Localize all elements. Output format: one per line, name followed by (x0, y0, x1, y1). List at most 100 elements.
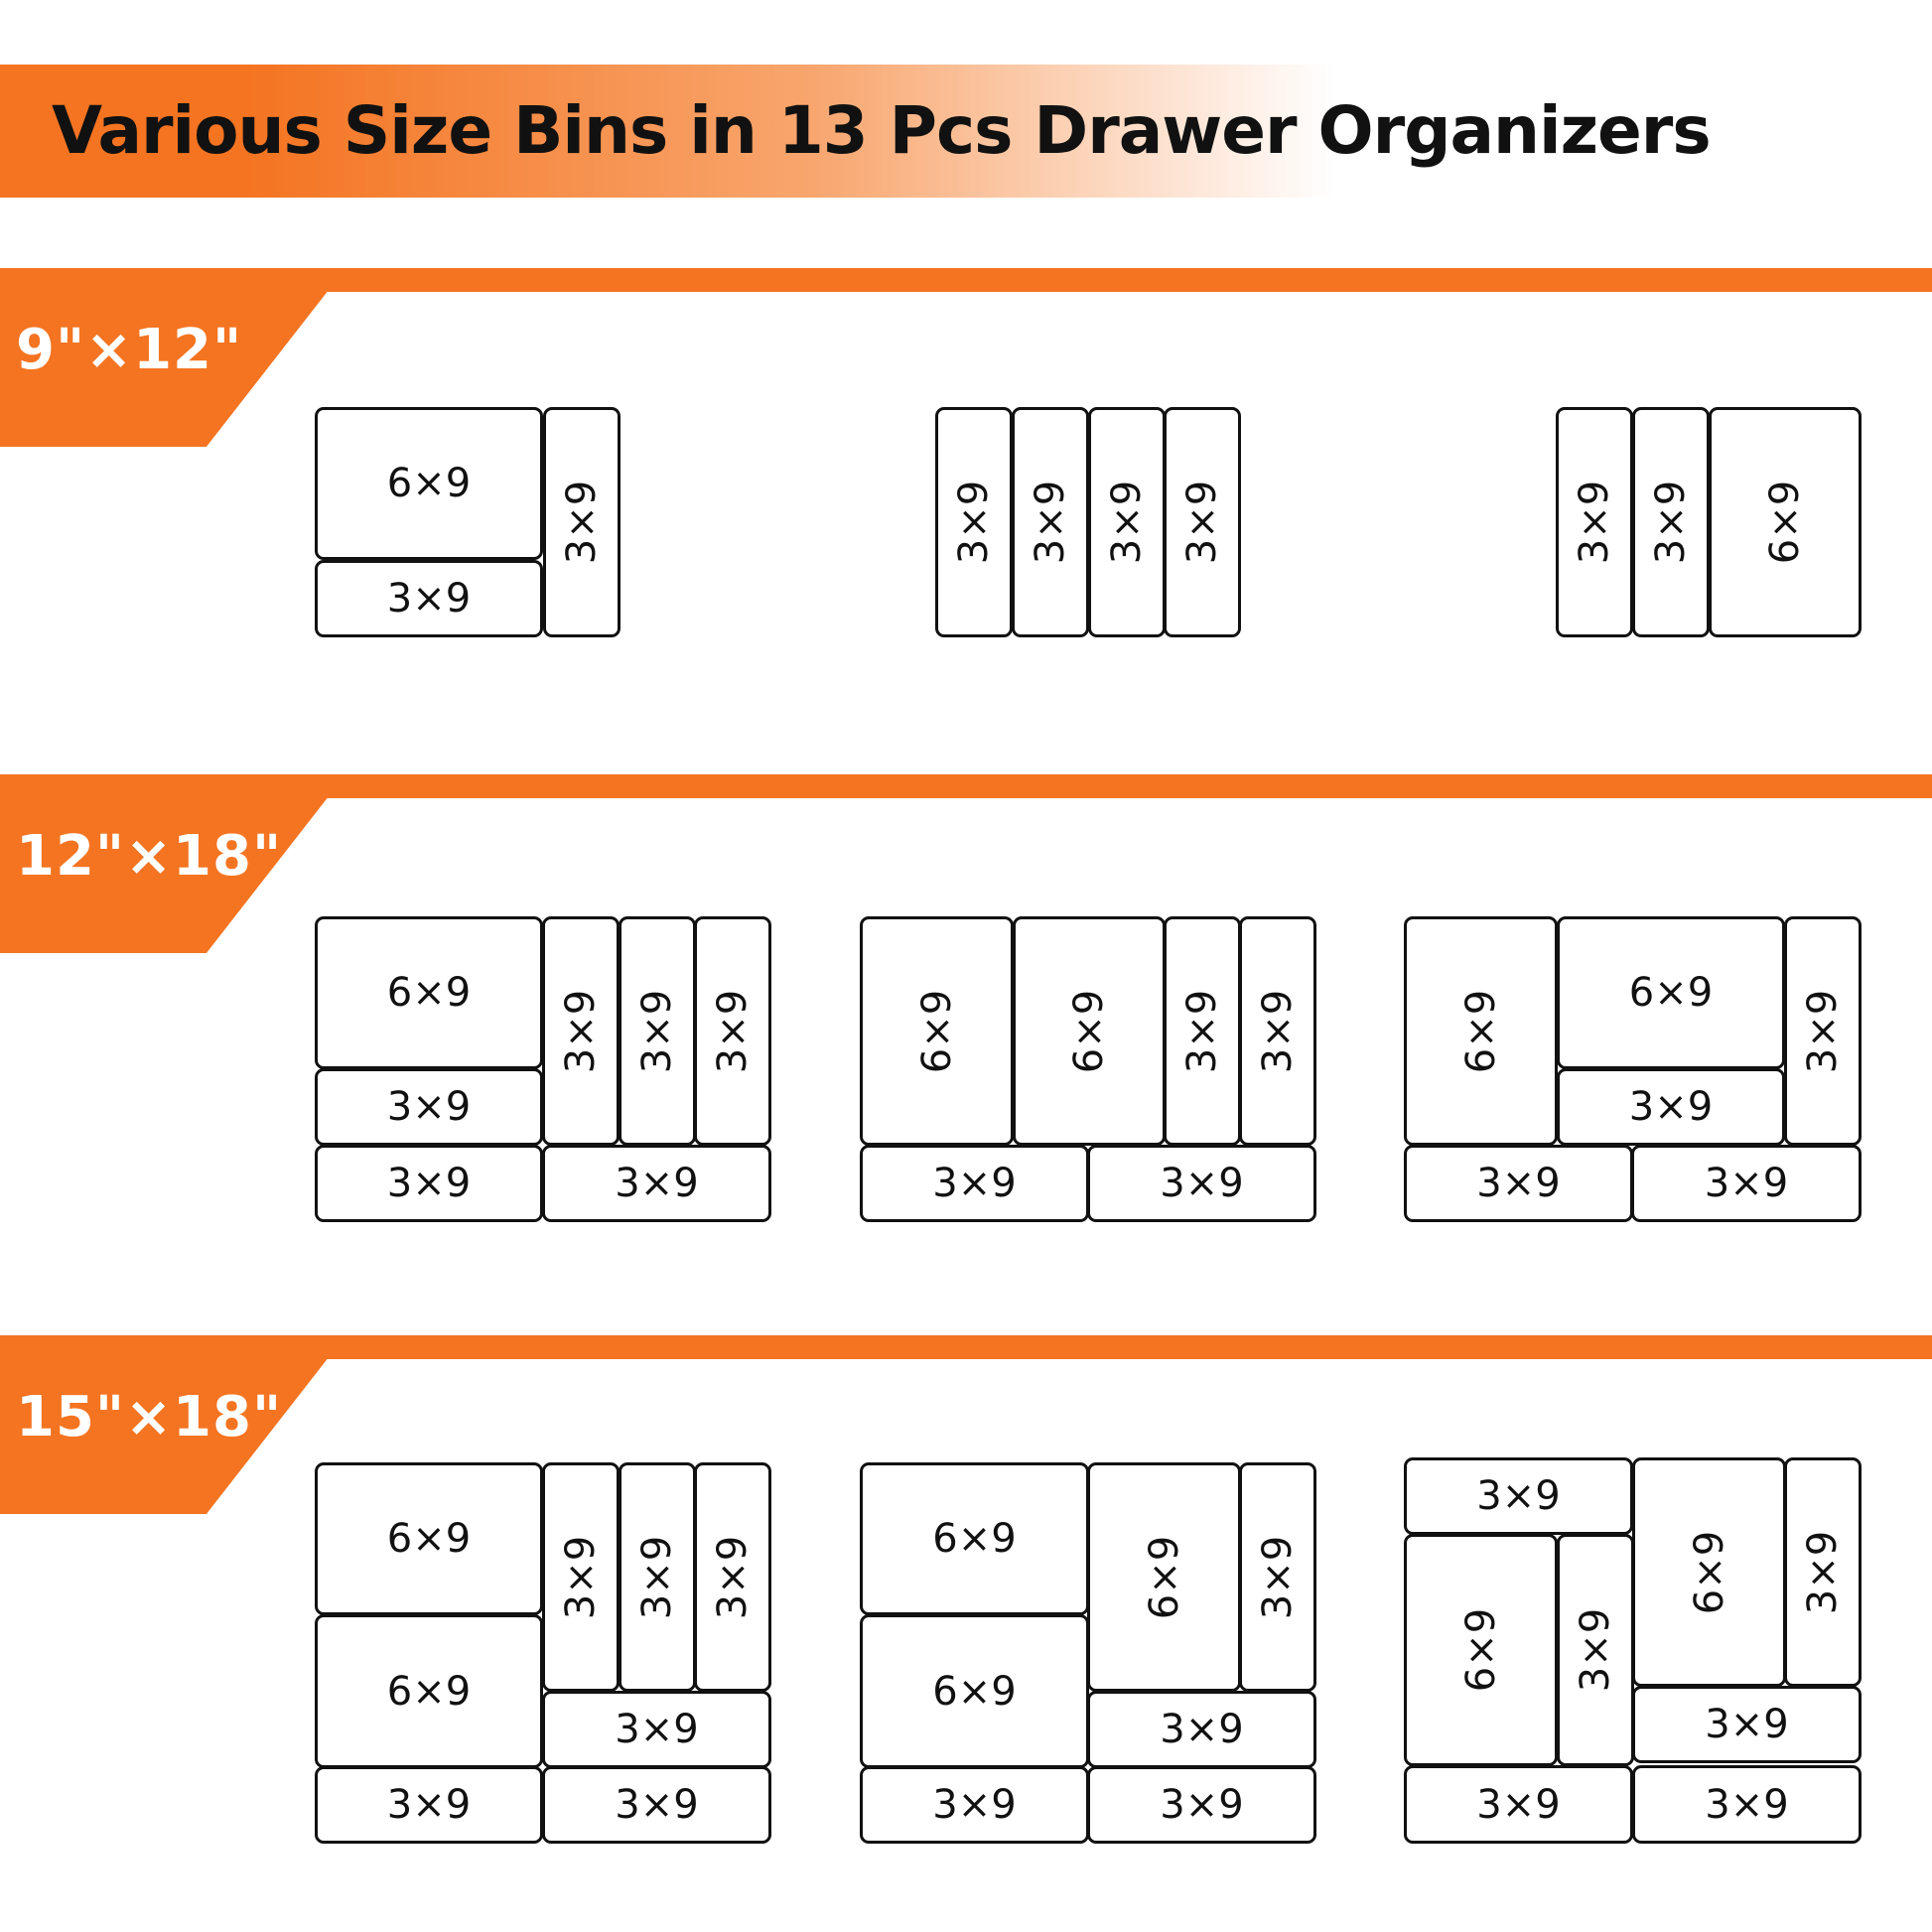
bin-label: 3×9 (386, 1084, 472, 1130)
bin-6x9: 6×9 (315, 1462, 543, 1615)
bin-label: 3×9 (1705, 1702, 1789, 1747)
bin-3x9: 3×9 (1239, 1462, 1316, 1692)
bin-label: 3×9 (1572, 480, 1617, 565)
bin-3x9: 3×9 (1088, 407, 1166, 637)
bin-label: 6×9 (386, 1516, 472, 1562)
layout-12x18-b: 6×9 6×9 3×9 3×9 3×9 3×9 (860, 916, 1316, 1222)
bin-label: 3×9 (1476, 1781, 1561, 1828)
section-size-label: 12"×18" (16, 824, 283, 889)
bin-3x9: 3×9 (315, 560, 543, 637)
section-15x18: 15"×18" 6×9 6×9 3×9 3×9 3×9 3×9 3×9 3×9 … (0, 1335, 1932, 1871)
bin-label: 6×9 (1686, 1530, 1732, 1614)
bin-3x9: 3×9 (860, 1145, 1089, 1222)
bin-label: 3×9 (1476, 1473, 1561, 1519)
bin-6x9: 6×9 (1404, 916, 1558, 1146)
bin-label: 6×9 (913, 989, 960, 1073)
bin-3x9: 3×9 (1087, 1145, 1316, 1222)
layout-9x12-a: 6×9 3×9 3×9 (315, 407, 621, 637)
bin-3x9: 3×9 (1557, 1534, 1634, 1766)
bin-3x9: 3×9 (542, 1462, 620, 1692)
bin-label: 3×9 (558, 1535, 604, 1619)
bin-6x9: 6×9 (860, 1614, 1089, 1768)
bin-label: 3×9 (559, 480, 605, 565)
bin-label: 3×9 (1028, 480, 1073, 565)
bin-label: 3×9 (386, 1161, 472, 1206)
bin-3x9: 3×9 (542, 1766, 771, 1844)
bin-label: 6×9 (1457, 989, 1504, 1073)
layout-12x18-c: 6×9 6×9 3×9 3×9 3×9 3×9 (1404, 916, 1862, 1222)
bin-3x9: 3×9 (1239, 916, 1316, 1146)
bin-label: 3×9 (558, 989, 604, 1073)
section-9x12: 9"×12" 6×9 3×9 3×9 3×9 3×9 3×9 3×9 3×9 3… (0, 268, 1932, 745)
bin-label: 6×9 (386, 461, 472, 506)
section-size-label: 15"×18" (16, 1385, 283, 1449)
bin-label: 3×9 (615, 1782, 699, 1828)
bin-3x9: 3×9 (542, 916, 620, 1146)
bin-label: 6×9 (1762, 480, 1808, 565)
bin-3x9: 3×9 (1404, 1765, 1633, 1844)
bin-label: 3×9 (1800, 989, 1846, 1073)
bin-3x9: 3×9 (860, 1766, 1089, 1844)
bin-6x9: 6×9 (315, 1614, 543, 1768)
bin-label: 3×9 (1160, 1782, 1244, 1828)
title-banner: Various Size Bins in 13 Pcs Drawer Organ… (0, 65, 1712, 198)
bin-label: 3×9 (615, 1161, 699, 1206)
bin-3x9: 3×9 (1632, 1686, 1862, 1763)
bin-label: 3×9 (932, 1782, 1017, 1828)
section-tab: 9"×12" (0, 268, 328, 447)
bin-label: 6×9 (1141, 1535, 1187, 1619)
bin-label: 3×9 (1179, 989, 1225, 1073)
layout-9x12-c: 3×9 3×9 6×9 (1556, 407, 1862, 637)
bin-6x9: 6×9 (1632, 1457, 1786, 1687)
bin-3x9: 3×9 (1631, 1145, 1862, 1222)
bin-3x9: 3×9 (1632, 1765, 1862, 1844)
bin-label: 6×9 (1457, 1607, 1504, 1693)
bin-6x9: 6×9 (1557, 916, 1785, 1069)
bin-3x9: 3×9 (1557, 1068, 1785, 1146)
bin-label: 6×9 (386, 970, 472, 1016)
bin-label: 3×9 (1160, 1161, 1244, 1206)
bin-6x9: 6×9 (860, 916, 1014, 1146)
bin-label: 3×9 (1476, 1161, 1561, 1206)
bin-label: 6×9 (1066, 989, 1112, 1073)
bin-3x9: 3×9 (694, 1462, 771, 1692)
bin-3x9: 3×9 (619, 1462, 696, 1692)
bin-3x9: 3×9 (543, 407, 621, 637)
bin-3x9: 3×9 (1087, 1766, 1316, 1844)
bin-label: 6×9 (1628, 970, 1714, 1016)
bin-3x9: 3×9 (1632, 407, 1710, 637)
section-tab: 15"×18" (0, 1335, 328, 1514)
layout-9x12-b: 3×9 3×9 3×9 3×9 (935, 407, 1241, 637)
bin-3x9: 3×9 (1012, 407, 1089, 637)
bin-3x9: 3×9 (1784, 916, 1862, 1146)
bin-6x9: 6×9 (315, 407, 543, 560)
bin-label: 3×9 (634, 989, 680, 1073)
layout-15x18-b: 6×9 6×9 6×9 3×9 3×9 3×9 3×9 (860, 1462, 1316, 1844)
bin-label: 6×9 (932, 1516, 1017, 1562)
bin-label: 6×9 (932, 1668, 1017, 1715)
layout-15x18-c: 3×9 6×9 3×9 6×9 3×9 3×9 3×9 3×9 (1404, 1457, 1862, 1844)
bin-3x9: 3×9 (1164, 407, 1241, 637)
bin-label: 3×9 (932, 1161, 1017, 1206)
layout-12x18-a: 6×9 3×9 3×9 3×9 3×9 3×9 3×9 (315, 916, 771, 1222)
bin-6x9: 6×9 (1013, 916, 1166, 1146)
bin-label: 3×9 (1255, 989, 1301, 1073)
bin-label: 3×9 (615, 1707, 699, 1752)
bin-3x9: 3×9 (619, 916, 696, 1146)
bin-label: 3×9 (1160, 1707, 1244, 1752)
bin-label: 3×9 (1628, 1084, 1714, 1130)
page-title: Various Size Bins in 13 Pcs Drawer Organ… (52, 92, 1712, 169)
bin-label: 3×9 (710, 1535, 756, 1619)
section-tab: 12"×18" (0, 774, 328, 953)
bin-3x9: 3×9 (694, 916, 771, 1146)
bin-6x9: 6×9 (1087, 1462, 1241, 1692)
bin-3x9: 3×9 (1556, 407, 1633, 637)
bin-6x9: 6×9 (315, 916, 543, 1069)
bin-label: 3×9 (710, 989, 756, 1073)
bin-label: 3×9 (1104, 480, 1150, 565)
bin-3x9: 3×9 (1164, 916, 1241, 1146)
bin-label: 3×9 (1648, 480, 1694, 565)
section-size-label: 9"×12" (16, 318, 243, 382)
bin-label: 3×9 (386, 576, 472, 621)
bin-3x9: 3×9 (542, 1145, 771, 1222)
